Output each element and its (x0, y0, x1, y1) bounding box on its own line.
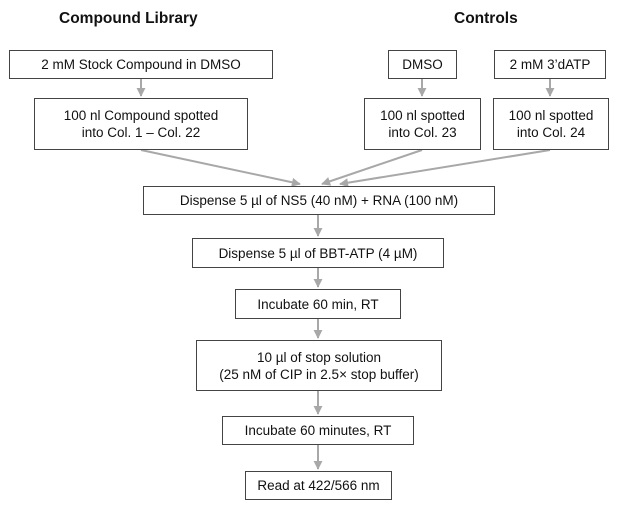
dispense-ns5-box: Dispense 5 µl of NS5 (40 nM) + RNA (100 … (143, 186, 495, 215)
compound-spotted-line-2: into Col. 1 – Col. 22 (81, 125, 201, 140)
arrow-col23-to-ns5 (321, 149, 423, 186)
compound-spotted-line-1: 100 nl Compound spotted (63, 108, 219, 123)
read-text: Read at 422/566 nm (257, 478, 380, 493)
stop-solution-box: 10 µl of stop solution (25 nM of CIP in … (196, 340, 442, 391)
stop-solution-line-1: 10 µl of stop solution (256, 349, 382, 365)
dispense-bbt-box: Dispense 5 µl of BBT-ATP (4 µM) (192, 238, 444, 268)
col23-spotted-line-1: 100 nl spotted (380, 108, 465, 123)
dispense-bbt-text: Dispense 5 µl of BBT-ATP (4 µM) (218, 245, 418, 261)
read-box: Read at 422/566 nm (245, 471, 392, 500)
col24-spotted-line-2: into Col. 24 (516, 125, 586, 140)
dispense-ns5-text: Dispense 5 µl of NS5 (40 nM) + RNA (100 … (179, 193, 459, 208)
col23-spotted-box: 100 nl spotted into Col. 23 (364, 98, 481, 150)
stock-compound-text: 2 mM Stock Compound in DMSO (41, 57, 241, 72)
compound-spotted-box: 100 nl Compound spotted into Col. 1 – Co… (34, 98, 248, 150)
incubate-2-text: Incubate 60 minutes, RT (244, 423, 392, 438)
controls-heading: Controls (454, 10, 518, 27)
incubate-2-box: Incubate 60 minutes, RT (222, 416, 414, 445)
col24-spotted-line-1: 100 nl spotted (508, 108, 594, 123)
stock-compound-box: 2 mM Stock Compound in DMSO (9, 50, 273, 79)
dmso-box: DMSO (388, 50, 457, 79)
arrow-col24-to-ns5 (339, 149, 551, 188)
col23-spotted-line-2: into Col. 23 (388, 125, 457, 140)
compound-library-heading: Compound Library (59, 10, 198, 27)
arrow-spot-to-ns5 (140, 149, 301, 187)
dmso-text: DMSO (402, 57, 443, 72)
3dATP-text: 2 mM 3’dATP (509, 57, 591, 72)
incubate-1-box: Incubate 60 min, RT (235, 289, 401, 319)
3dATP-box: 2 mM 3’dATP (494, 50, 606, 79)
incubate-1-text: Incubate 60 min, RT (257, 296, 379, 312)
stop-solution-line-2: (25 nM of CIP in 2.5× stop buffer) (219, 366, 419, 382)
col24-spotted-box: 100 nl spotted into Col. 24 (493, 98, 609, 150)
